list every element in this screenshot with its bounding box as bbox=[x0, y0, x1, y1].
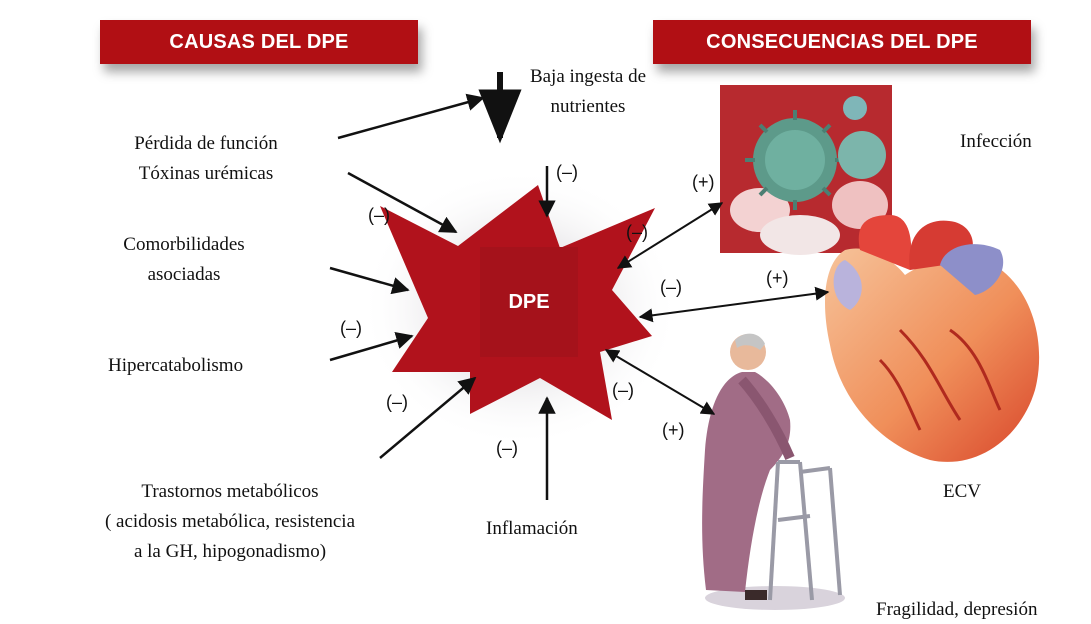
sign-minus-hyper: (–) bbox=[340, 318, 362, 338]
label-comorbidities-text: Comorbilidades asociadas bbox=[123, 234, 245, 285]
label-metabolic-title: Trastornos metabólicos bbox=[141, 481, 319, 502]
sign-minus-intake: (–) bbox=[556, 162, 578, 182]
sign-plus-cvd: (+) bbox=[766, 268, 789, 288]
label-cvd: ECV bbox=[943, 481, 981, 502]
sign-minus-uremic: (–) bbox=[368, 205, 390, 225]
sign-minus-frailty: (–) bbox=[612, 380, 634, 400]
arrow-infection bbox=[616, 202, 724, 269]
arrow-uremic bbox=[347, 171, 458, 234]
label-frailty: Fragilidad, depresión bbox=[876, 599, 1038, 620]
sign-minus-cvd: (–) bbox=[660, 277, 682, 297]
label-metabolic-detail-1: ( acidosis metabólica, resistencia bbox=[104, 511, 356, 532]
label-hypercatabolism: Hipercatabolismo bbox=[108, 355, 244, 376]
label-comorbidities: Comorbilidades asociadas bbox=[100, 230, 268, 290]
arrow-cvd bbox=[638, 286, 830, 323]
sign-plus-frailty: (+) bbox=[662, 420, 685, 440]
frail-person-image bbox=[702, 333, 845, 610]
label-infection: Infección bbox=[960, 131, 1032, 152]
sign-minus-metabolic: (–) bbox=[386, 392, 408, 412]
label-metabolic-detail-2: a la GH, hipogonadismo) bbox=[133, 541, 327, 562]
causes-header: CAUSAS DEL DPE bbox=[100, 20, 418, 64]
dpe-center-box: DPE bbox=[480, 247, 578, 357]
arrow-metabolic bbox=[379, 376, 477, 459]
label-low-intake-text: Baja ingesta de nutrientes bbox=[529, 66, 647, 117]
consequences-header: CONSECUENCIAS DEL DPE bbox=[653, 20, 1031, 64]
sign-minus-inflammation: (–) bbox=[496, 438, 518, 458]
sign-minus-infection: (–) bbox=[626, 222, 648, 242]
label-low-intake: Baja ingesta de nutrientes bbox=[528, 62, 648, 122]
arrow-loss-function bbox=[337, 93, 485, 140]
arrow-hypercatabolism bbox=[329, 332, 414, 362]
label-uremic-toxins: Tóxinas urémicas bbox=[138, 163, 274, 184]
arrow-comorbidities bbox=[329, 266, 410, 295]
label-inflammation: Inflamación bbox=[486, 518, 578, 539]
label-loss-function: Pérdida de función bbox=[134, 133, 278, 154]
heart-image bbox=[825, 215, 1040, 462]
arrow-frailty bbox=[604, 349, 716, 415]
sign-plus-infection: (+) bbox=[692, 172, 715, 192]
